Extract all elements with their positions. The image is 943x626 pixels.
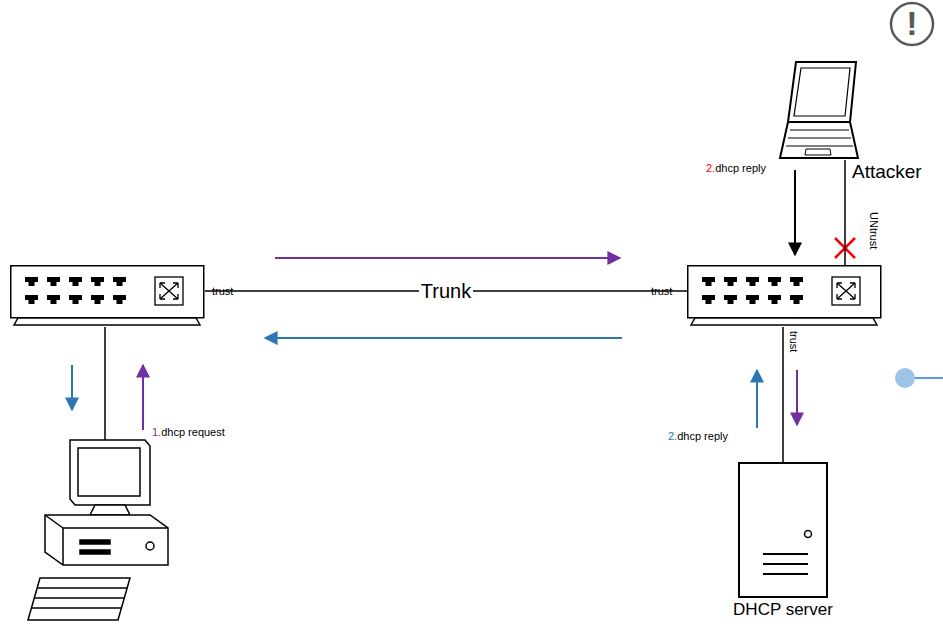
- dhcp-server: DHCP server: [738, 462, 828, 598]
- port-label: trust: [651, 285, 672, 298]
- device-label: DHCP server: [708, 600, 858, 620]
- network-switch-icon: [687, 265, 882, 327]
- flow-arrow: [756, 370, 758, 428]
- flow-arrow: [265, 337, 622, 339]
- port-label: UNtrust: [867, 212, 880, 249]
- pc-icon: [28, 440, 168, 620]
- attacker-laptop: Attacker: [778, 60, 858, 160]
- decor-dot: [895, 368, 915, 388]
- network-switch-icon: [10, 265, 205, 327]
- link-line: [844, 160, 846, 265]
- flow-label: dhcp reply: [715, 162, 766, 175]
- device-label: Attacker: [852, 161, 922, 183]
- pc-link: [104, 327, 106, 440]
- step-number: 2.: [668, 430, 677, 443]
- step-number: 1.: [152, 426, 161, 439]
- network-switch: trustUNtrusttrust: [687, 265, 882, 327]
- flow-arrow: [796, 370, 798, 425]
- link-label: Trunk: [419, 280, 473, 303]
- port-label: trust: [212, 285, 233, 298]
- step-number: 2.: [706, 162, 715, 175]
- flow-arrow: [142, 365, 144, 430]
- attacker-laptop-icon: [778, 60, 858, 160]
- flow-label: dhcp reply: [677, 430, 728, 443]
- dhcp-server-icon: [738, 462, 828, 598]
- port-label: trust: [787, 331, 800, 352]
- link-line: [782, 327, 784, 462]
- flow-arrow: [275, 257, 620, 259]
- network-switch: trust: [10, 265, 205, 327]
- warning-icon: [891, 3, 933, 45]
- warning-mark: !: [906, 4, 917, 43]
- flow-arrow: [71, 365, 73, 410]
- flow-label: dhcp request: [161, 426, 225, 439]
- flow-arrow: [794, 170, 796, 255]
